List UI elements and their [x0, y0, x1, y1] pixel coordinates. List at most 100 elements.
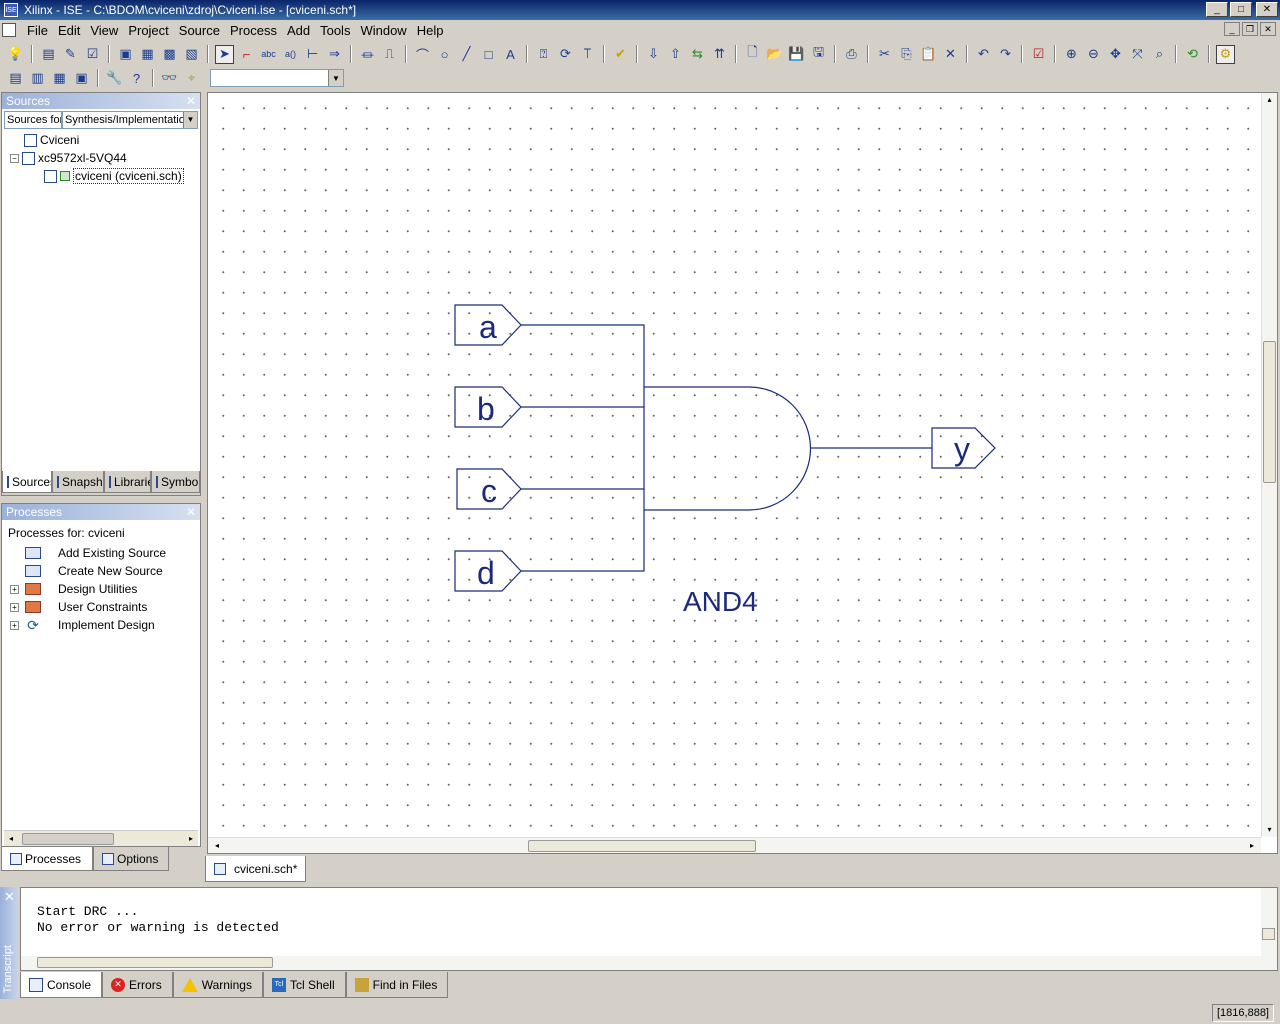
chip-down-icon[interactable]: ▦: [141, 46, 154, 61]
wire-d[interactable]: [521, 510, 645, 572]
add-symbol-icon[interactable]: ⏛: [360, 47, 374, 63]
menu-process[interactable]: Process: [229, 22, 277, 38]
process-design-utilities[interactable]: + Design Utilities: [10, 580, 137, 598]
window-tile-horizontal-icon[interactable]: ▥: [31, 70, 44, 85]
zoom-out-icon[interactable]: ⊖: [1088, 46, 1099, 61]
menu-add[interactable]: Add: [286, 22, 311, 38]
symbol-view-icon[interactable]: ⇈: [714, 46, 725, 61]
tab-cviceni-sch[interactable]: cviceni.sch*: [205, 856, 306, 882]
hierarchy-icon[interactable]: ⇆: [692, 46, 703, 61]
menu-file[interactable]: File: [27, 22, 48, 38]
tab-symbols[interactable]: Symbols: [151, 471, 200, 493]
tab-options[interactable]: Options: [93, 847, 169, 871]
window-arrange-icon[interactable]: ▣: [75, 70, 88, 85]
scroll-thumb[interactable]: [528, 840, 756, 852]
pop-out-icon[interactable]: ⇧: [670, 46, 681, 61]
paste-icon[interactable]: 📋: [920, 46, 937, 61]
draw-rectangle-icon[interactable]: □: [484, 46, 493, 62]
input-marker-c[interactable]: [456, 468, 522, 510]
rotate-icon[interactable]: ⟳: [560, 46, 571, 61]
tab-console[interactable]: Console: [20, 972, 103, 998]
process-create-new-source[interactable]: Create New Source: [10, 562, 163, 580]
mdi-minimize-button[interactable]: _: [1224, 22, 1240, 36]
schematic-canvas[interactable]: a b c d y AND4: [209, 94, 1263, 836]
input-marker-b[interactable]: [454, 386, 522, 428]
new-project-icon[interactable]: ▤: [42, 46, 55, 61]
select-pointer-icon[interactable]: ➤: [215, 44, 234, 64]
zoom-fit-icon[interactable]: ✥: [1110, 46, 1121, 61]
check-document-icon[interactable]: ☑: [86, 46, 99, 61]
menu-view[interactable]: View: [90, 22, 119, 38]
tab-processes[interactable]: Processes: [1, 847, 93, 871]
tree-item-project[interactable]: Cviceni: [24, 131, 79, 149]
context-help-icon[interactable]: ?: [132, 70, 141, 86]
find-replace-icon[interactable]: ⌖: [187, 70, 196, 85]
scroll-thumb[interactable]: [22, 833, 114, 845]
scroll-right-icon[interactable]: ▸: [188, 834, 193, 843]
menu-help[interactable]: Help: [416, 22, 444, 38]
save-icon[interactable]: 💾: [788, 46, 805, 61]
tab-libraries[interactable]: Libraries: [104, 471, 151, 493]
input-marker-a[interactable]: [454, 304, 522, 346]
chip-settings-icon[interactable]: ▧: [185, 46, 198, 61]
wire-a[interactable]: [521, 324, 645, 387]
collapse-icon[interactable]: −: [10, 153, 19, 163]
menu-source[interactable]: Source: [178, 22, 220, 38]
chip-grid-icon[interactable]: ▩: [163, 46, 176, 61]
help-page-icon[interactable]: ⍰: [539, 46, 548, 61]
tab-find-in-files[interactable]: Find in Files: [345, 972, 449, 998]
tab-errors[interactable]: ✕ Errors: [102, 972, 173, 998]
processes-close-icon[interactable]: ✕: [185, 505, 196, 519]
close-button[interactable]: ✕: [1256, 2, 1278, 17]
chip-icon[interactable]: ▣: [119, 46, 132, 61]
scroll-right-icon[interactable]: ▸: [1249, 841, 1254, 850]
lightbulb-icon[interactable]: 💡: [7, 46, 24, 61]
processes-horizontal-scrollbar[interactable]: ◂ ▸: [4, 830, 198, 846]
rename-bus-icon[interactable]: a(): [285, 49, 296, 59]
add-io-marker-icon[interactable]: ⇒: [329, 46, 340, 61]
document-menu-icon[interactable]: [2, 23, 16, 37]
tree-item-device[interactable]: − xc9572xl-5VQ44: [10, 149, 127, 167]
transcript-close-icon[interactable]: ✕: [4, 889, 15, 904]
draw-line-icon[interactable]: ╱: [462, 46, 471, 61]
minimize-button[interactable]: _: [1206, 2, 1228, 17]
check-list-icon[interactable]: ☑: [1032, 46, 1045, 61]
console-vertical-scrollbar[interactable]: [1261, 888, 1277, 956]
canvas-vertical-scrollbar[interactable]: ▴ ▾: [1261, 93, 1277, 837]
tab-warnings[interactable]: Warnings: [172, 972, 263, 998]
canvas-horizontal-scrollbar[interactable]: ◂ ▸: [208, 837, 1261, 853]
menu-window[interactable]: Window: [360, 22, 407, 38]
scroll-thumb[interactable]: [1263, 341, 1276, 483]
add-bus-tap-icon[interactable]: ⊢: [306, 46, 319, 61]
zoom-selection-icon[interactable]: ⤧: [1132, 46, 1143, 61]
zoom-area-icon[interactable]: ⌕: [1155, 46, 1164, 61]
open-file-icon[interactable]: 📂: [766, 46, 783, 61]
zoom-in-icon[interactable]: ⊕: [1066, 46, 1077, 61]
add-instance-icon[interactable]: ⎍: [384, 46, 395, 61]
scroll-down-icon[interactable]: ▾: [1267, 825, 1272, 834]
process-add-existing-source[interactable]: Add Existing Source: [10, 544, 166, 562]
undo-icon[interactable]: ↶: [978, 46, 989, 61]
draw-circle-icon[interactable]: ○: [440, 46, 449, 62]
edit-project-icon[interactable]: ✎: [65, 46, 76, 61]
add-net-name-icon[interactable]: abc: [261, 49, 276, 59]
chevron-down-icon[interactable]: ▼: [328, 70, 343, 86]
add-wire-icon[interactable]: ⌐: [242, 46, 251, 62]
input-marker-d[interactable]: [454, 550, 522, 592]
tab-snapshots[interactable]: Snapshots: [52, 471, 104, 493]
menu-edit[interactable]: Edit: [57, 22, 81, 38]
sources-close-icon[interactable]: ✕: [185, 94, 196, 108]
menu-tools[interactable]: Tools: [320, 22, 351, 38]
chevron-down-icon[interactable]: ▼: [183, 112, 197, 128]
push-into-icon[interactable]: ⇩: [648, 46, 659, 61]
new-file-icon[interactable]: 🗋: [747, 44, 758, 59]
window-tile-vertical-icon[interactable]: ▦: [53, 70, 66, 85]
refresh-icon[interactable]: ⟲: [1187, 46, 1198, 61]
scroll-left-icon[interactable]: ◂: [8, 834, 13, 843]
mdi-restore-button[interactable]: ❐: [1242, 22, 1258, 36]
delete-icon[interactable]: ✕: [945, 46, 956, 61]
output-marker-y[interactable]: [931, 427, 996, 469]
sources-for-select[interactable]: Synthesis/Implementation ▼: [62, 111, 198, 129]
save-all-icon[interactable]: 🖫: [812, 44, 825, 59]
toolbar-combobox[interactable]: ▼: [210, 69, 344, 87]
